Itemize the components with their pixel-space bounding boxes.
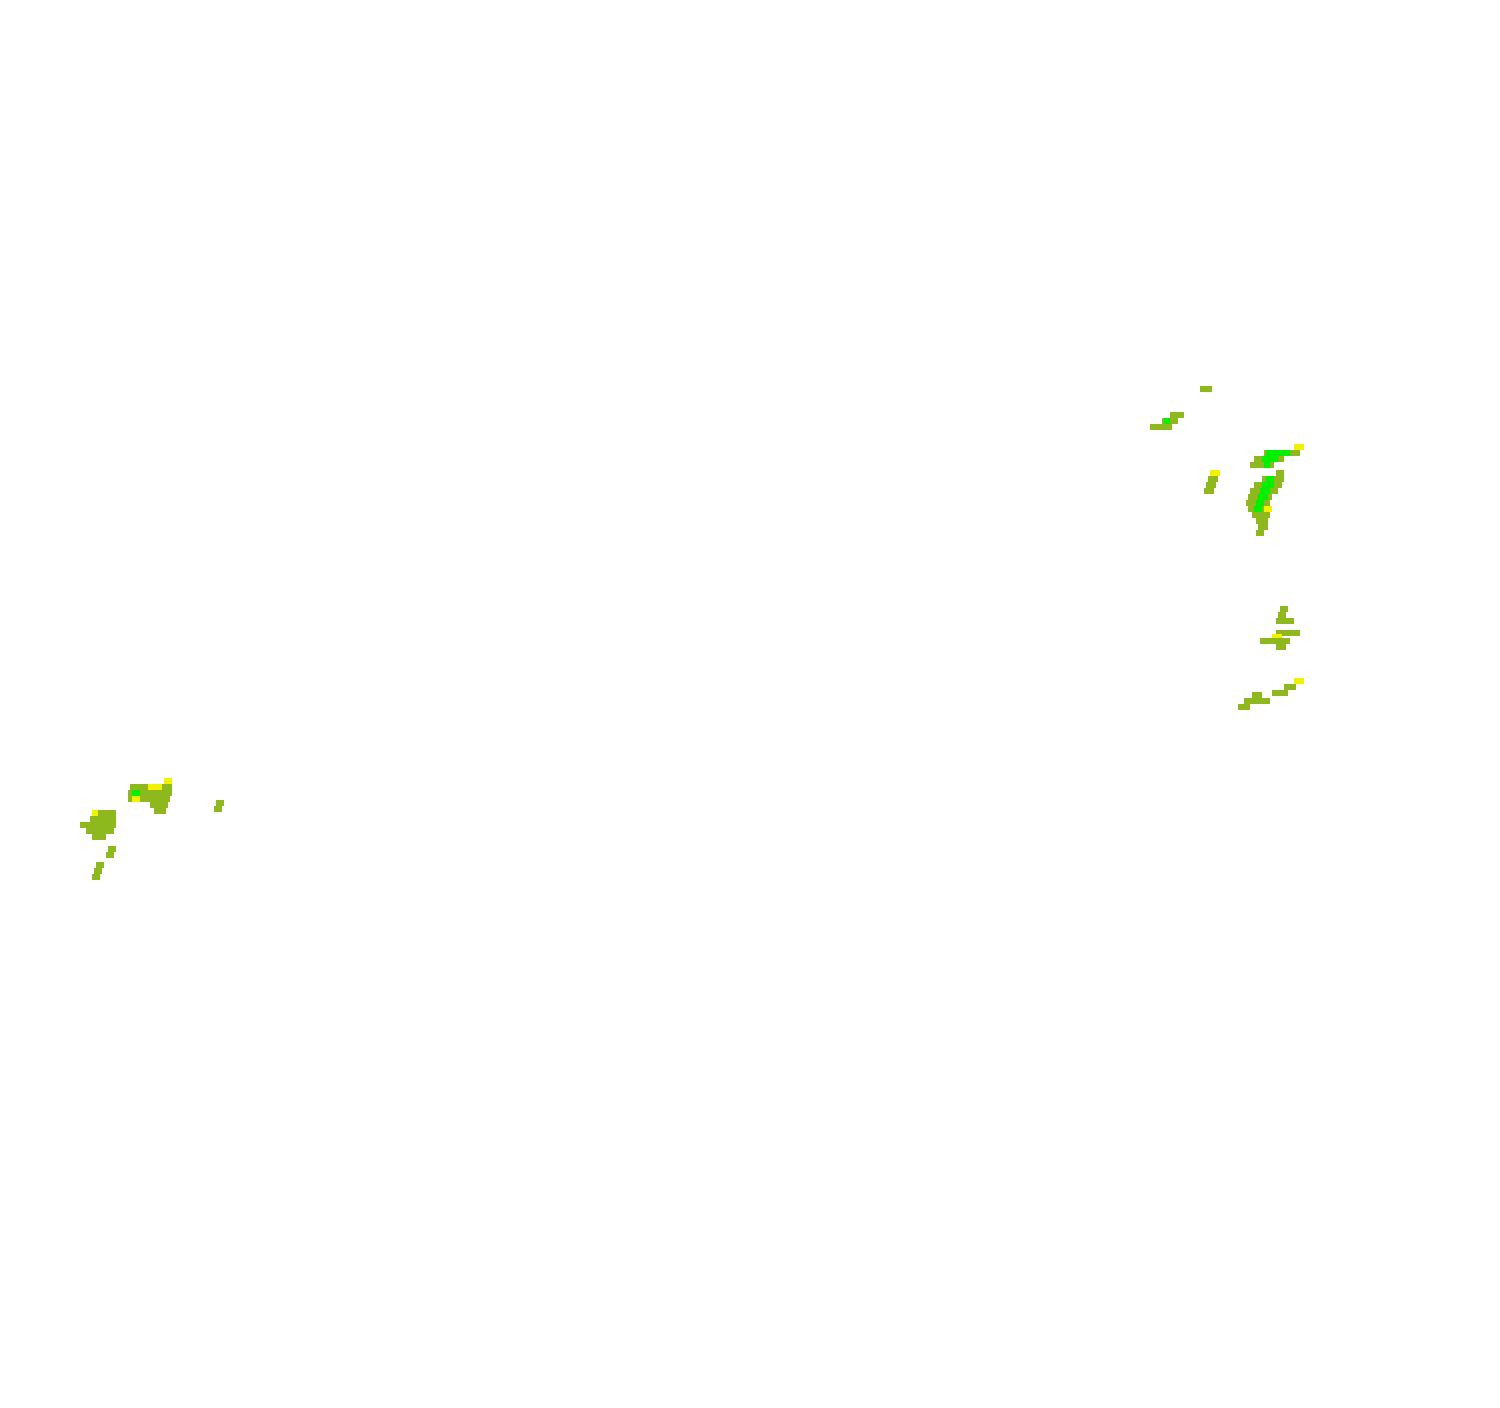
- raster-patch: [1276, 470, 1284, 476]
- raster-patch: [1294, 444, 1304, 450]
- raster-patch: [1252, 512, 1270, 518]
- raster-patch: [150, 802, 168, 808]
- raster-patch: [128, 790, 172, 796]
- raster-patch: [1272, 690, 1288, 696]
- raster-patch: [1170, 412, 1184, 418]
- raster-patch: [1284, 684, 1296, 690]
- raster-patch: [1258, 494, 1268, 500]
- raster-patch: [80, 822, 116, 828]
- raster-patch: [1264, 506, 1272, 512]
- raster-patch: [1206, 482, 1216, 488]
- raster-patch: [1260, 638, 1290, 644]
- raster-patch: [1280, 606, 1288, 612]
- raster-patch: [1272, 634, 1282, 640]
- raster-patch: [1252, 692, 1262, 698]
- raster-patch: [1278, 612, 1286, 618]
- raster-patch: [1294, 678, 1304, 684]
- raster-patch: [1262, 456, 1278, 462]
- raster-patch: [1266, 476, 1274, 482]
- raster-patch: [1204, 488, 1214, 494]
- raster-patch: [1200, 386, 1212, 392]
- raster-patch: [90, 816, 116, 822]
- raster-patch: [1256, 500, 1264, 506]
- raster-patch: [216, 800, 224, 806]
- raster-patch: [1264, 462, 1270, 468]
- raster-patch: [106, 852, 114, 858]
- raster-patch: [92, 810, 102, 816]
- raster-patch: [1260, 488, 1270, 494]
- raster-patch: [164, 778, 172, 784]
- raster-patch: [1250, 462, 1274, 468]
- raster-patch: [92, 834, 106, 840]
- raster-patch: [1262, 482, 1274, 488]
- raster-patch: [1164, 418, 1170, 424]
- raster-patch: [148, 784, 162, 790]
- raster-patch: [1266, 450, 1290, 456]
- raster-patch: [1210, 470, 1220, 476]
- raster-patch: [92, 874, 100, 880]
- raster-patch: [108, 846, 116, 852]
- patch-cluster-east-lower: [1238, 678, 1304, 710]
- raster-patch: [1150, 424, 1172, 430]
- raster-patch: [1258, 524, 1268, 530]
- raster-patch: [214, 806, 222, 812]
- raster-patch: [1276, 618, 1294, 624]
- raster-patch: [1254, 506, 1262, 512]
- raster-patch: [1244, 698, 1270, 704]
- patch-cluster-west: [80, 778, 224, 880]
- raster-patch: [86, 828, 114, 834]
- raster-patch: [1238, 704, 1250, 710]
- raster-patch: [1256, 530, 1264, 536]
- raster-patch: [132, 796, 140, 802]
- raster-patch: [132, 790, 140, 796]
- patch-cluster-east-middle: [1260, 606, 1300, 650]
- raster-patch: [1276, 630, 1300, 636]
- raster-patch: [1276, 644, 1286, 650]
- raster-patch: [128, 796, 170, 802]
- raster-patch: [96, 862, 104, 868]
- raster-patch: [98, 810, 116, 816]
- patch-cluster-east-top: [1150, 386, 1304, 536]
- raster-patch: [1256, 518, 1268, 524]
- raster-patch: [1208, 476, 1218, 482]
- raster-patch: [154, 808, 166, 814]
- raster-patch: [94, 868, 102, 874]
